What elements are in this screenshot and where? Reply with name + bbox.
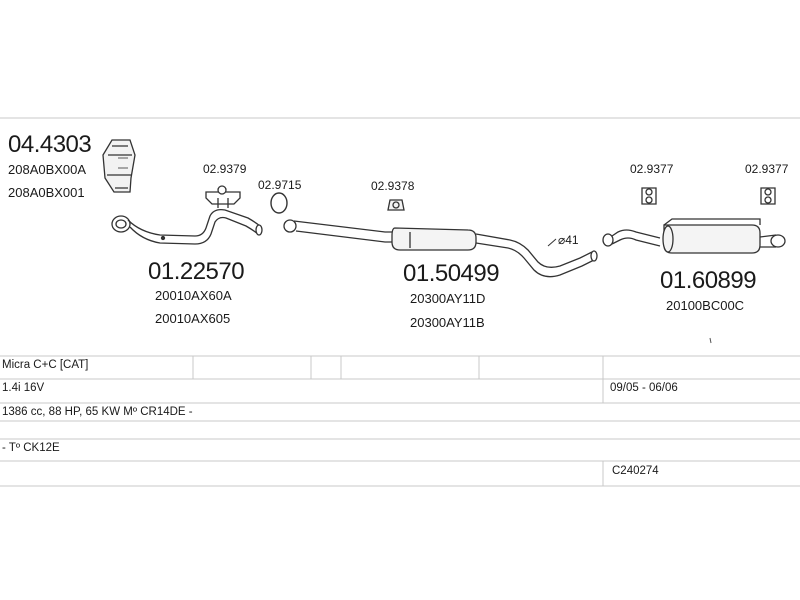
rear-hanger-1-drawing bbox=[641, 187, 657, 205]
rear-silencer-oe-1: 20100BC00C bbox=[666, 298, 745, 313]
front-pipe-part-number: 01.22570 bbox=[148, 258, 245, 285]
catalytic-converter-drawing bbox=[102, 139, 136, 193]
years-cell: 09/05 - 06/06 bbox=[610, 382, 678, 394]
table-grid bbox=[0, 355, 800, 487]
middle-silencer-part-number: 01.50499 bbox=[403, 260, 500, 287]
front-hanger-number: 02.9379 bbox=[203, 162, 247, 176]
engine-cell: 1.4i 16V bbox=[2, 382, 45, 394]
middle-silencer-drawing bbox=[283, 219, 598, 278]
rear-hanger-2-drawing bbox=[760, 187, 776, 205]
table-row-code: C240274 bbox=[0, 461, 800, 480]
catalyst-oe-2: 208A0BX001 bbox=[8, 185, 85, 200]
transmission-cell: - Tº CK12E bbox=[2, 442, 60, 454]
catalyst-part-number: 04.4303 bbox=[8, 131, 92, 158]
diameter-pointer-line bbox=[547, 238, 557, 247]
model-cell: Micra C+C [CAT] bbox=[2, 359, 89, 371]
rear-hanger-1-number: 02.9377 bbox=[630, 162, 674, 176]
catalyst-oe-1: 208A0BX00A bbox=[8, 162, 87, 177]
middle-hanger-number: 02.9378 bbox=[371, 179, 415, 193]
table-row-specs: 1386 cc, 88 HP, 65 KW Mº CR14DE - bbox=[0, 403, 800, 422]
front-hanger-drawing bbox=[205, 185, 241, 208]
middle-silencer-oe-1: 20300AY11D bbox=[410, 291, 486, 306]
dot-mark bbox=[709, 337, 712, 344]
rear-hanger-2-number: 02.9377 bbox=[745, 162, 789, 176]
specs-cell: 1386 cc, 88 HP, 65 KW Mº CR14DE - bbox=[2, 406, 193, 418]
front-pipe-drawing bbox=[111, 208, 263, 245]
front-pipe-oe-1: 20010AX60A bbox=[155, 288, 232, 303]
middle-silencer-oe-2: 20300AY11B bbox=[410, 315, 485, 330]
table-row-engine: 1.4i 16V 09/05 - 06/06 bbox=[0, 379, 800, 398]
table-row-transmission: - Tº CK12E bbox=[0, 439, 800, 458]
front-pipe-oe-2: 20010AX605 bbox=[155, 311, 231, 326]
middle-hanger-drawing bbox=[387, 199, 405, 211]
gasket-number: 02.9715 bbox=[258, 178, 302, 192]
pipe-diameter-label: ⌀41 bbox=[558, 233, 579, 247]
table-row-model: Micra C+C [CAT] bbox=[0, 356, 800, 375]
code-cell: C240274 bbox=[612, 465, 659, 477]
gasket-ring-drawing bbox=[270, 192, 288, 214]
rear-silencer-drawing bbox=[602, 218, 786, 254]
rear-silencer-part-number: 01.60899 bbox=[660, 267, 757, 294]
